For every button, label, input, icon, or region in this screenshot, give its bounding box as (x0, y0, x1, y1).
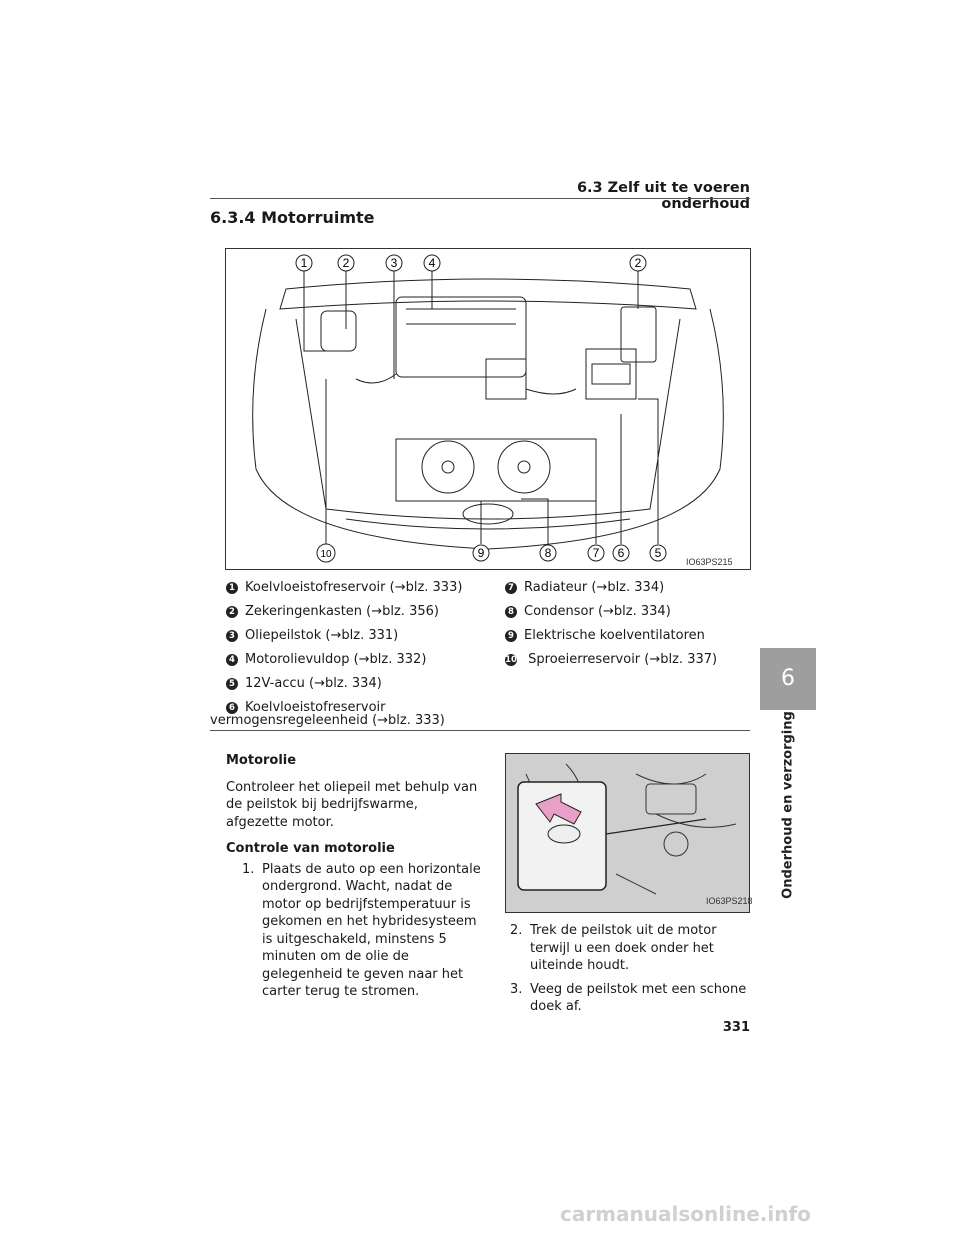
svg-text:7: 7 (593, 546, 600, 560)
motorolie-heading: Motorolie (226, 753, 297, 768)
svg-text:3: 3 (391, 256, 398, 270)
legend-item-10: 10 Sproeierreservoir (→blz. 337) (505, 652, 718, 667)
legend-divider (210, 730, 750, 731)
callout-10-bottom: 10 (316, 543, 336, 563)
svg-text:2: 2 (343, 256, 350, 270)
svg-text:1: 1 (301, 256, 308, 270)
svg-text:9: 9 (478, 546, 485, 560)
step-3: 3.Veeg de peilstok met een schone doek a… (510, 981, 747, 1015)
callout-3-top: 3 (385, 254, 403, 272)
header-divider (210, 198, 750, 199)
step-2: 2.Trek de peilstok uit de motor terwijl … (510, 923, 717, 973)
watermark: carmanualsonline.info (560, 1202, 811, 1226)
dipstick-photo: IO63PS218 (505, 753, 753, 913)
callout-2b-top: 2 (629, 254, 647, 272)
photo-code: IO63PS218 (706, 896, 753, 906)
page-number: 331 (722, 1020, 750, 1035)
callout-8-bottom: 8 (539, 544, 557, 562)
callout-6-bottom: 6 (612, 544, 630, 562)
svg-text:6: 6 (618, 546, 625, 560)
svg-text:5: 5 (655, 546, 662, 560)
chapter-label: Onderhoud en verzorging (780, 711, 796, 899)
steps-right: 2.Trek de peilstok uit de motor terwijl … (510, 922, 755, 1016)
dipstick-illustration: IO63PS218 (506, 754, 753, 912)
legend-item-6-cont: vermogensregeleenheid (→blz. 333) (210, 713, 445, 728)
callout-1-top: 1 (295, 254, 313, 272)
svg-text:8: 8 (545, 546, 552, 560)
chapter-tab[interactable]: 6 (760, 648, 816, 710)
callout-9-bottom: 9 (472, 544, 490, 562)
engine-bay-illustration: 1 2 3 4 2 10 9 8 7 6 5 IO63PS215 (252, 254, 733, 567)
svg-text:4: 4 (429, 256, 436, 270)
figure-code: IO63PS215 (686, 557, 733, 567)
callout-7-bottom: 7 (587, 544, 605, 562)
callout-5-bottom: 5 (649, 544, 667, 562)
engine-bay-figure: 1 2 3 4 2 10 9 8 7 6 5 IO63PS215 (225, 248, 751, 570)
callout-4-top: 4 (423, 254, 441, 272)
callout-2-top: 2 (337, 254, 355, 272)
svg-text:10: 10 (320, 549, 332, 560)
motorolie-section: Motorolie Controleer het oliepeil met be… (226, 752, 481, 1001)
motorolie-intro: Controleer het oliepeil met behulp van d… (226, 779, 478, 830)
section-title: 6.3.4 Motorruimte (210, 208, 375, 227)
step-1: 1.Plaats de auto op een horizontale onde… (242, 861, 481, 1000)
motorolie-subheading: Controle van motorolie (226, 841, 395, 856)
running-header: 6.3 Zelf uit te voeren onderhoud (576, 180, 750, 212)
svg-text:2: 2 (635, 256, 642, 270)
